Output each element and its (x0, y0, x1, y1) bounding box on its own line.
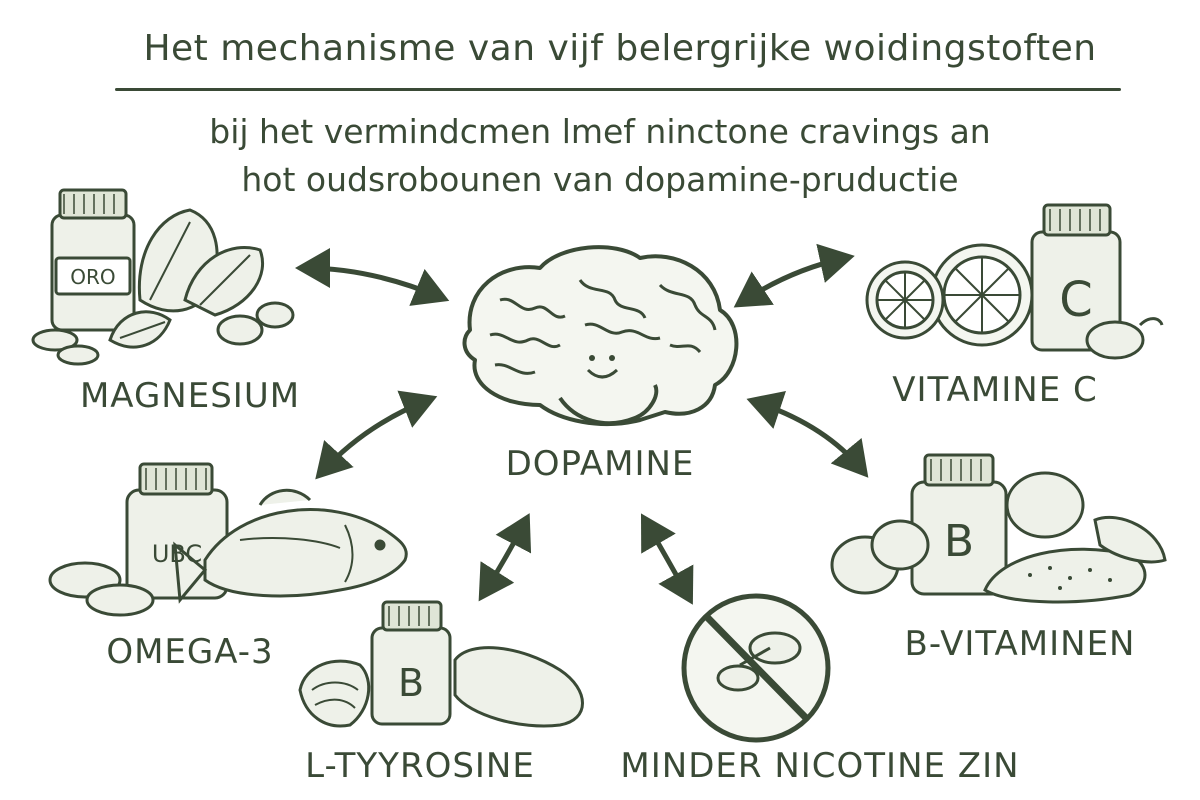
bread-icon (1007, 473, 1083, 537)
l-tyrosine-label: L-TYYROSINE (290, 746, 550, 786)
dopamine-label: DOPAMINE (470, 444, 730, 484)
magnesium-label: MAGNESIUM (40, 376, 340, 416)
vitamine-c-label: VITAMINE C (850, 370, 1140, 410)
no-smoking-icon (684, 596, 828, 740)
l-tyrosine-illustration (300, 602, 583, 726)
brain-icon (465, 247, 737, 424)
omega-3-label: OMEGA-3 (60, 632, 320, 672)
arrow-vitaminec-dopamine (742, 258, 845, 302)
fish-icon (205, 510, 406, 596)
arrow-magnesium-dopamine (305, 268, 440, 297)
sweet-potato-icon (455, 648, 583, 726)
vitamine-c-jar-label: C (1059, 272, 1093, 328)
nut-icon (218, 316, 262, 344)
arrow-ltyrosine-dopamine (484, 522, 525, 593)
arrow-bvitaminen-dopamine (756, 402, 862, 470)
l-tyrosine-jar-label: B (398, 661, 424, 705)
arrow-nicotine-dopamine (646, 522, 688, 596)
minder-nicotine-label: MINDER NICOTINE ZIN (610, 746, 1030, 786)
omega-3-illustration (50, 464, 406, 615)
b-vitaminen-illustration (832, 455, 1165, 602)
b-vitaminen-label: B-VITAMINEN (870, 624, 1170, 664)
omega-3-jar-label: UBC (152, 540, 202, 568)
b-vitaminen-jar-label: B (944, 516, 974, 567)
magnesium-jar-label: ORO (70, 265, 115, 289)
vitamine-c-illustration (867, 205, 1162, 358)
